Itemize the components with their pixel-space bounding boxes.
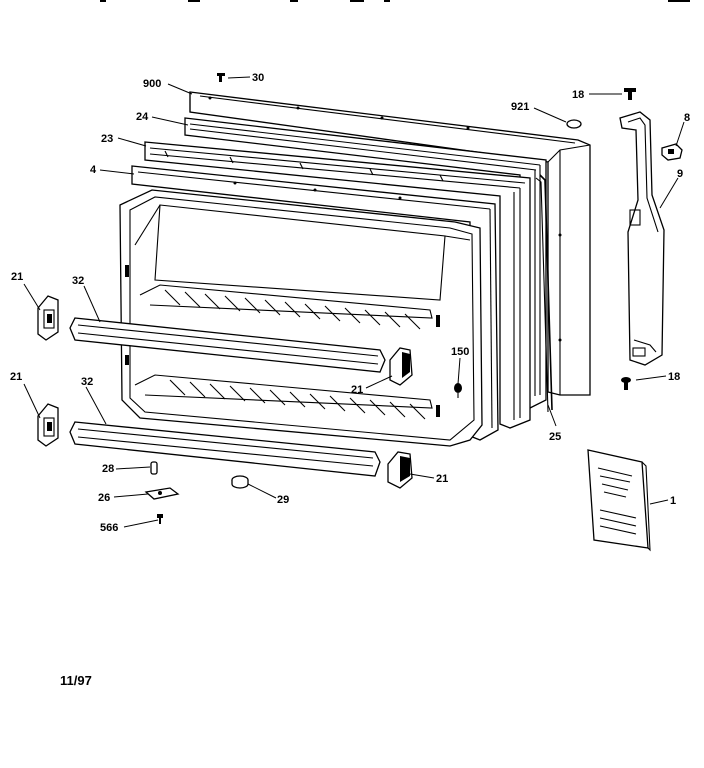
callout-25: 25 bbox=[549, 431, 561, 443]
trim-strip bbox=[535, 174, 553, 413]
callout-921: 921 bbox=[511, 101, 529, 113]
callout-18-top: 18 bbox=[572, 89, 584, 101]
date-code: 11/97 bbox=[60, 673, 92, 688]
shelf-end-cap-left-lower bbox=[37, 403, 59, 447]
leader-lines bbox=[23, 76, 685, 528]
callout-150: 150 bbox=[451, 346, 469, 358]
screw-top bbox=[624, 88, 636, 100]
lower-shelf-ribs bbox=[169, 379, 426, 420]
callout-21-left-lower: 21 bbox=[10, 371, 22, 383]
shelf-end-cap-mid bbox=[389, 347, 413, 386]
top-edge-marks bbox=[100, 0, 690, 2]
manual-booklet bbox=[587, 449, 651, 552]
screw-566 bbox=[157, 514, 163, 524]
callout-9: 9 bbox=[677, 168, 683, 180]
door-liner bbox=[119, 189, 483, 447]
callout-26: 26 bbox=[98, 492, 110, 504]
callout-23: 23 bbox=[101, 133, 113, 145]
bracket-26 bbox=[144, 487, 180, 500]
callout-28: 28 bbox=[102, 463, 114, 475]
liner-frame bbox=[131, 165, 499, 441]
callout-4: 4 bbox=[90, 164, 97, 176]
callout-21-left-upper: 21 bbox=[11, 271, 23, 283]
callout-32-upper: 32 bbox=[72, 275, 84, 287]
screw-30 bbox=[217, 73, 225, 82]
shelf-end-cap-bottom bbox=[387, 451, 413, 489]
callout-8: 8 bbox=[684, 112, 690, 124]
callout-1: 1 bbox=[670, 495, 676, 507]
shelf-end-cap-left-upper bbox=[37, 295, 59, 341]
lower-door-shelf-bar bbox=[69, 421, 381, 477]
upper-door-shelf-bar bbox=[69, 317, 386, 373]
callout-21-mid: 21 bbox=[351, 384, 363, 396]
handle-end-cap bbox=[661, 143, 683, 161]
cap-29 bbox=[231, 475, 249, 489]
callout-566: 566 bbox=[100, 522, 118, 534]
callout-32-lower: 32 bbox=[81, 376, 93, 388]
upper-shelf-ribs bbox=[164, 289, 421, 330]
door-frame bbox=[144, 141, 531, 429]
screw-bottom bbox=[621, 377, 631, 390]
plug-921 bbox=[566, 119, 582, 129]
callout-30: 30 bbox=[252, 72, 264, 84]
callout-900: 900 bbox=[143, 78, 161, 90]
callout-24: 24 bbox=[136, 111, 149, 123]
door-handle bbox=[619, 111, 665, 366]
pin-28 bbox=[150, 461, 158, 475]
callout-29: 29 bbox=[277, 494, 289, 506]
clip-150 bbox=[454, 383, 462, 398]
callout-18-bottom: 18 bbox=[668, 371, 680, 383]
callout-21-bottom: 21 bbox=[436, 473, 448, 485]
